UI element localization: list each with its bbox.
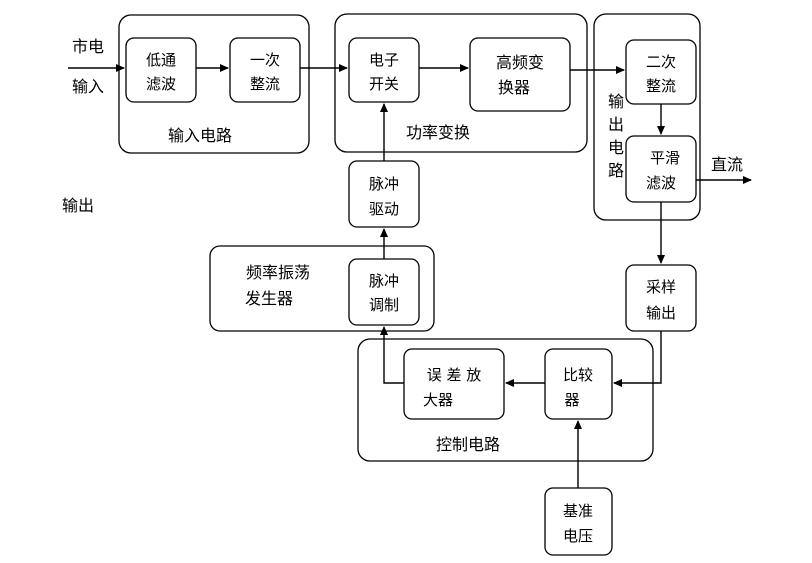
mains-input-label-2: 输入 bbox=[72, 77, 104, 96]
oscillator-label-2: 发生器 bbox=[245, 289, 293, 308]
pulse-modulation-label-2: 调制 bbox=[369, 296, 399, 314]
error-amplifier-block bbox=[403, 348, 505, 420]
electronic-switch-block bbox=[348, 37, 420, 103]
hf-transformer-label-1: 高频变 bbox=[496, 53, 544, 72]
reference-voltage-label-2: 电压 bbox=[563, 527, 593, 545]
lowpass-filter-label-2: 滤波 bbox=[146, 75, 176, 93]
comparator-label-1: 比较 bbox=[563, 366, 593, 384]
oscillator-label-1: 频率振荡 bbox=[246, 263, 310, 282]
arrow-error-amp-to-modulation bbox=[380, 326, 404, 384]
lowpass-filter-label-1: 低通 bbox=[146, 51, 176, 69]
sample-output-label-1: 采样 bbox=[646, 278, 676, 296]
output-circuit-group bbox=[593, 13, 701, 221]
electronic-switch-label-2: 开关 bbox=[369, 75, 399, 93]
comparator-label-2: 器 bbox=[564, 391, 579, 409]
error-amplifier-label-2: 大器 bbox=[423, 391, 453, 409]
pulse-modulation-label-1: 脉冲 bbox=[369, 272, 399, 290]
output-circuit-label-4: 路 bbox=[608, 161, 624, 180]
reference-voltage-label-1: 基准 bbox=[563, 502, 593, 520]
dc-output-label: 直流 bbox=[711, 155, 743, 174]
hf-transformer-label-2: 换器 bbox=[498, 78, 530, 97]
output-circuit-label-1: 输 bbox=[608, 92, 624, 111]
primary-rectifier-block bbox=[229, 37, 301, 103]
power-conversion-label: 功率变换 bbox=[406, 123, 470, 142]
output-circuit-label-3: 电 bbox=[608, 138, 624, 157]
smoothing-filter-label-2: 滤波 bbox=[646, 174, 676, 192]
smoothing-filter-block bbox=[625, 135, 697, 203]
control-circuit-group bbox=[357, 338, 654, 462]
sample-output-label-2: 输出 bbox=[646, 304, 676, 322]
smoothing-filter-label-1: 平滑 bbox=[650, 149, 680, 167]
pulse-modulation-block bbox=[348, 258, 420, 326]
electronic-switch-label-1: 电子 bbox=[369, 51, 399, 69]
control-circuit-label: 控制电路 bbox=[436, 435, 500, 454]
secondary-rectifier-label-1: 二次 bbox=[646, 53, 676, 71]
output-left-label: 输出 bbox=[62, 196, 94, 215]
pulse-driver-label-1: 脉冲 bbox=[369, 175, 399, 193]
lowpass-filter-block bbox=[125, 37, 197, 103]
input-circuit-group bbox=[118, 14, 310, 154]
primary-rectifier-label-1: 一次 bbox=[250, 51, 280, 69]
secondary-rectifier-label-2: 整流 bbox=[646, 77, 676, 95]
primary-rectifier-label-2: 整流 bbox=[250, 75, 280, 93]
comparator-block bbox=[544, 348, 613, 420]
mains-input-label-1: 市电 bbox=[72, 37, 104, 56]
pulse-driver-label-2: 驱动 bbox=[369, 200, 399, 218]
arrow-sample-to-comparator bbox=[613, 331, 662, 387]
oscillator-group bbox=[209, 245, 435, 332]
hf-transformer-block bbox=[469, 37, 571, 112]
input-circuit-label: 输入电路 bbox=[168, 126, 232, 145]
power-conversion-group bbox=[334, 13, 588, 153]
error-amplifier-label-1: 误 差 放 bbox=[427, 366, 482, 384]
output-circuit-label-2: 出 bbox=[608, 115, 624, 134]
